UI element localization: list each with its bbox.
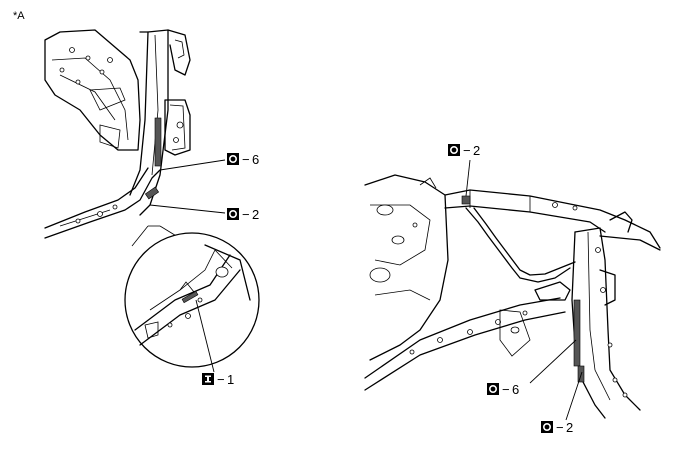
callout-dash: − [463, 143, 471, 158]
callout-number: 6 [512, 382, 519, 397]
callout-weld-2-top-right: − 2 [448, 143, 480, 158]
left-pillar-illustration [44, 29, 260, 373]
callout-number: 2 [252, 207, 259, 222]
weld-zone [154, 117, 162, 167]
right-frame-illustration [364, 159, 661, 421]
callout-dash: − [556, 420, 564, 435]
callout-weld-6-left: − 6 [227, 152, 259, 167]
callout-number: 6 [252, 152, 259, 167]
callout-dash: − [502, 382, 510, 397]
leader-line [195, 299, 215, 373]
view-label: *A [13, 10, 25, 22]
leader-line [565, 371, 583, 421]
callout-weld-2-left: − 2 [227, 207, 259, 222]
callout-dash: − [242, 207, 250, 222]
weld-zone [144, 186, 160, 200]
callout-sealer-1: − 1 [202, 372, 234, 387]
weld-zone [573, 299, 581, 367]
weld-zone [181, 290, 199, 304]
leader-line [149, 204, 226, 214]
callout-weld-2-bottom-right: − 2 [541, 420, 573, 435]
callout-number: 2 [473, 143, 480, 158]
callout-dash: − [242, 152, 250, 167]
callout-number: 2 [566, 420, 573, 435]
leader-line [529, 339, 577, 384]
weld-zone [461, 195, 471, 205]
leader-line [159, 159, 226, 171]
callout-weld-6-right: − 6 [487, 382, 519, 397]
detail-magnifier [124, 232, 260, 368]
leader-line [465, 159, 471, 197]
callout-dash: − [217, 372, 225, 387]
callout-number: 1 [227, 372, 234, 387]
